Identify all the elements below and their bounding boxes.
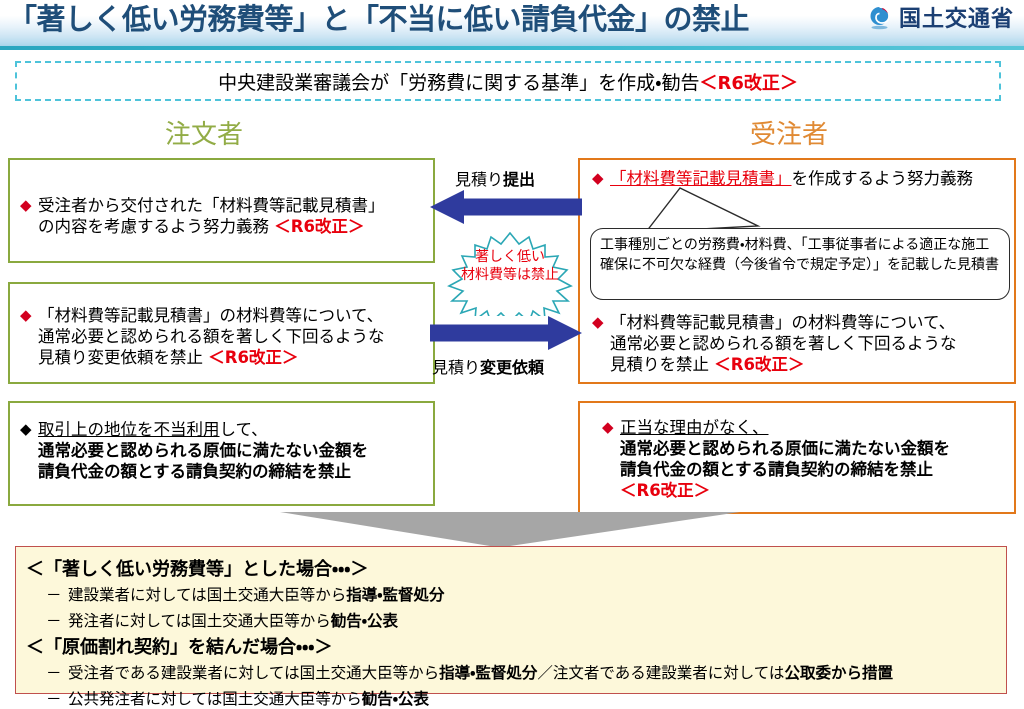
sanctions-s2-i1-bold1: 指導・監督処分 (439, 664, 538, 682)
orderer-box2-amendment-tag: ＜R6改正＞ (208, 348, 299, 367)
down-arrow-label: 見積り変更依頼 (432, 354, 544, 378)
estimate-submission-arrow-left-icon (430, 190, 582, 224)
sanctions-s2-i2-bold1: 勧告・公表 (361, 690, 430, 708)
column-heading-contractor: 受注者 (750, 120, 829, 150)
contractor-box-below-cost-contract-prohibition: 正当な理由がなく、 通常必要と認められる原価に満たない金額を 請負代金の額とする… (578, 401, 1016, 514)
mlit-swirl-logo-icon (867, 5, 892, 30)
orderer-box-abuse-of-position-prohibition: 取引上の地位を不当利用して、 通常必要と認められる原価に満たない金額を 請負代金… (8, 401, 435, 506)
contractor-box2-line3: 見積りを禁止 (610, 355, 715, 374)
contractor-box2-line2: 通常必要と認められる額を著しく下回るような (610, 334, 957, 353)
orderer-box3-text: 取引上の地位を不当利用して、 通常必要と認められる原価に満たない金額を 請負代金… (20, 419, 443, 482)
header-band (0, 0, 1024, 46)
banner-text-main: 中央建設業審議会が「労務費に関する基準」を作成・勧告 (218, 71, 700, 94)
orderer-box2-line1: 「材料費等記載見積書」の材料費等について、 (38, 306, 384, 325)
estimate-contents-callout: 工事種別ごとの労務費・材料費、「工事従事者による適正な施工確保に不可欠な経費（今… (590, 228, 1010, 300)
sanctions-section2-heading: ＜「原価割れ契約」を結んだ場合・・・＞ (26, 637, 333, 658)
sanctions-s2-i2-plain1: 公共発注者に対しては国土交通大臣等から (68, 690, 362, 708)
sanctions-s2-i1-bold2: 公取委から措置 (784, 664, 893, 682)
orderer-box1-text: 受注者から交付された「材料費等記載見積書」 の内容を考慮するよう努力義務 ＜R6… (20, 195, 443, 237)
header-divider-rule (0, 46, 1024, 50)
list-dash: － (46, 586, 62, 604)
orderer-box3-line1-rest: して、 (219, 420, 268, 439)
down-chevron-icon (280, 512, 740, 546)
contractor-box2-amendment-tag: ＜R6改正＞ (714, 355, 805, 374)
orderer-box3-line2: 通常必要と認められる原価に満たない金額を (38, 441, 368, 460)
sanctions-section1-heading: ＜「著しく低い労務費等」とした場合・・・＞ (26, 559, 369, 580)
callout-text: 工事種別ごとの労務費・材料費、「工事従事者による適正な施工確保に不可欠な経費（今… (600, 237, 999, 273)
orderer-box-estimate-consideration: 受注者から交付された「材料費等記載見積書」 の内容を考慮するよう努力義務 ＜R6… (8, 158, 435, 263)
sanctions-s1-i1-bold1: 指導・監督処分 (346, 586, 445, 604)
sanctions-section2-item2: － 公共発注者に対しては国土交通大臣等から勧告・公表 (46, 687, 429, 709)
contractor-box2-line1: 「材料費等記載見積書」の材料費等について、 (610, 313, 956, 332)
banner-text: 中央建設業審議会が「労務費に関する基準」を作成・勧告＜R6改正＞ (218, 68, 798, 95)
column-heading-orderer: 注文者 (165, 120, 244, 150)
sanctions-section1-item1: － 建設業者に対しては国土交通大臣等から指導・監督処分 (46, 583, 445, 605)
down-arrow-label-bold: 変更依頼 (480, 358, 545, 377)
ministry-logo: 国土交通省 (867, 1, 1014, 33)
contractor-box2-text: 「材料費等記載見積書」の材料費等について、 通常必要と認められる額を著しく下回る… (592, 312, 1024, 375)
orderer-box2-text: 「材料費等記載見積書」の材料費等について、 通常必要と認められる額を著しく下回る… (20, 305, 443, 368)
sanctions-s1-i1-plain1: 建設業者に対しては国土交通大臣等から (68, 586, 347, 604)
contractor-box3-line3: 請負代金の額とする請負契約の締結を禁止 (620, 460, 934, 479)
starburst-warning-icon (447, 232, 573, 316)
orderer-box2-line3: 見積り変更依頼を禁止 (38, 348, 209, 367)
orderer-box1-line2: の内容を考慮するよう努力義務 (38, 217, 275, 236)
sanctions-section2-item1: － 受注者である建設業者に対しては国土交通大臣等から指導・監督処分／注文者である建… (46, 661, 893, 683)
up-arrow-label-plain: 見積り (455, 170, 504, 189)
up-arrow-label: 見積り提出 (455, 166, 535, 190)
down-arrow-label-plain: 見積り (432, 358, 481, 377)
orderer-box1-amendment-tag: ＜R6改正＞ (274, 217, 365, 236)
sanctions-s1-i2-bold1: 勧告・公表 (330, 612, 399, 630)
list-dash: － (46, 664, 62, 682)
page-title: 「著しく低い労務費等」と「不当に低い請負代金」の禁止 (8, 2, 750, 36)
ministry-name-label: 国土交通省 (898, 7, 1014, 32)
estimate-change-request-arrow-right-icon (430, 316, 582, 350)
council-standard-banner: 中央建設業審議会が「労務費に関する基準」を作成・勧告＜R6改正＞ (15, 61, 1001, 101)
up-arrow-label-bold: 提出 (503, 170, 536, 189)
contractor-box3-line2: 通常必要と認められる原価に満たない金額を (620, 439, 950, 458)
contractor-box1-rest: を作成するよう努力義務 (791, 169, 974, 188)
orderer-box-change-request-prohibition: 「材料費等記載見積書」の材料費等について、 通常必要と認められる額を著しく下回る… (8, 282, 435, 384)
orderer-box1-line1: 受注者から交付された「材料費等記載見積書」 (38, 196, 385, 215)
contractor-box3-line1-underlined: 正当な理由がなく、 (620, 418, 769, 437)
sanctions-s1-i2-plain1: 発注者に対しては国土交通大臣等から (68, 612, 331, 630)
sanctions-section1-item2: － 発注者に対しては国土交通大臣等から勧告・公表 (46, 609, 398, 631)
contractor-box3-text: 正当な理由がなく、 通常必要と認められる原価に満たない金額を 請負代金の額とする… (602, 417, 1020, 501)
list-dash: － (46, 690, 62, 708)
contractor-box1-underlined-red: 「材料費等記載見積書」 (610, 169, 792, 188)
orderer-box3-line1-underlined: 取引上の地位を不当利用 (38, 420, 220, 439)
sanctions-s2-i1-plain1: 受注者である建設業者に対しては国土交通大臣等から (68, 664, 440, 682)
sanctions-summary-box: ＜「著しく低い労務費等」とした場合・・・＞ － 建設業者に対しては国土交通大臣等か… (15, 546, 1007, 708)
orderer-box3-line3: 請負代金の額とする請負契約の締結を禁止 (38, 462, 352, 481)
contractor-box3-amendment-tag: ＜R6改正＞ (620, 481, 711, 500)
sanctions-s2-i1-plain2: ／注文者である建設業者に対しては (537, 664, 785, 682)
banner-amendment-tag: ＜R6改正＞ (699, 72, 798, 94)
orderer-box2-line2: 通常必要と認められる額を著しく下回るような (38, 327, 385, 346)
list-dash: － (46, 612, 62, 630)
contractor-box1-text: 「材料費等記載見積書」を作成するよう努力義務 (592, 168, 1024, 189)
